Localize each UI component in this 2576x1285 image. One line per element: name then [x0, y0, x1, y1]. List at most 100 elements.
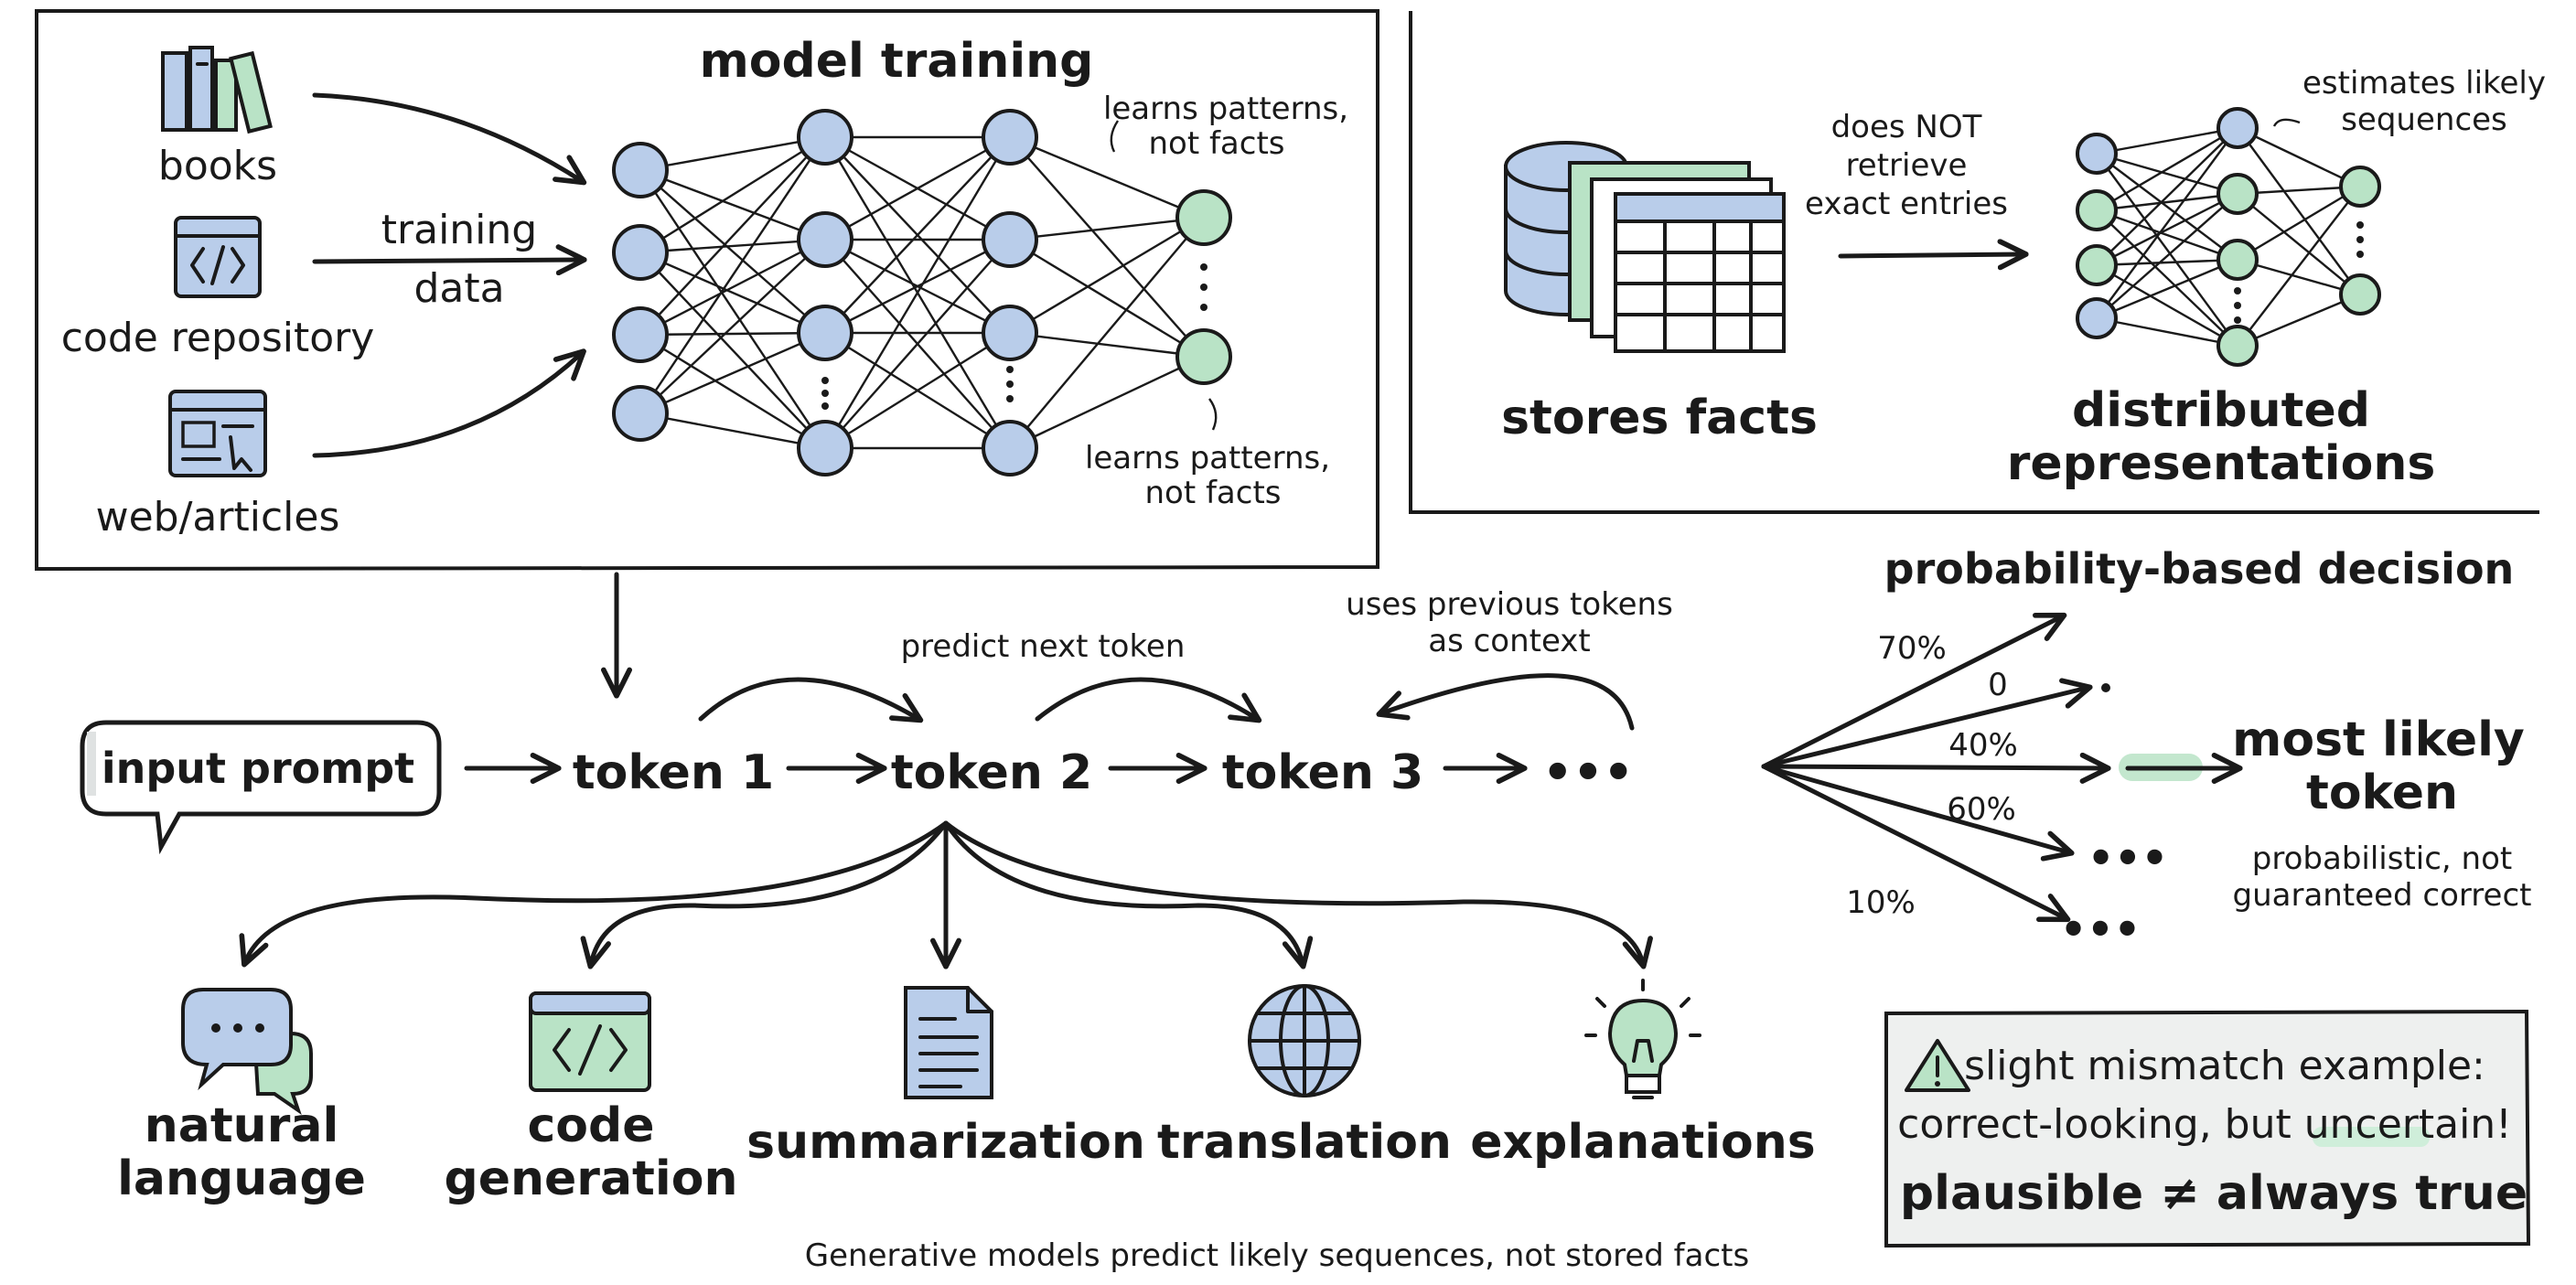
distributed-network-node — [2339, 273, 2381, 316]
uncertain-highlight — [2313, 1127, 2430, 1147]
distributed-network-node — [2076, 244, 2118, 286]
training-data-label-line2: data — [413, 265, 504, 312]
code-window-icon — [529, 991, 651, 1092]
training-network-edge — [1009, 217, 1205, 449]
distributed-network-node — [2216, 239, 2259, 281]
token-2-label: token 2 — [891, 745, 1092, 800]
distributed-network-node — [2076, 189, 2118, 231]
branch-arrow-natural-language — [239, 820, 949, 968]
distributed-network — [2076, 107, 2381, 367]
training-note-bottom-bracket — [1208, 398, 1218, 431]
training-network-node — [612, 142, 669, 198]
distributed-network-edge — [2237, 293, 2361, 348]
distributed-network-ellipsis-dot — [2356, 236, 2364, 243]
training-note-top-line2: not facts — [1148, 125, 1284, 162]
distributed-network-edge — [2096, 127, 2238, 266]
distributed-network-ellipsis-dot — [2356, 251, 2364, 258]
input-prompt-bubble — [80, 720, 442, 855]
estimates-note-bracket — [2272, 118, 2301, 127]
model-training-title: model training — [700, 34, 1094, 89]
branch-arrow-explanations — [943, 820, 1653, 969]
input-prompt-label: input prompt — [102, 744, 414, 793]
predict-arc-2 — [1035, 677, 1262, 723]
distributed-network-node — [2216, 107, 2259, 149]
distributed-network-edge — [2096, 258, 2238, 320]
distributed-network-edge — [2096, 126, 2238, 212]
training-network-edge — [1009, 135, 1205, 220]
distributed-network-ellipsis-dot — [2234, 287, 2241, 294]
training-network-ellipsis-dot — [1006, 395, 1014, 402]
training-network-ellipsis-dot — [1200, 284, 1208, 291]
warning-line1: slight mismatch example: — [1964, 1043, 2485, 1089]
training-network-ellipsis-dot — [1006, 380, 1014, 388]
prob-arrow-60 — [1761, 764, 2075, 862]
training-network-node — [982, 305, 1038, 361]
training-network-edge — [639, 136, 826, 414]
training-network-ellipsis-dot — [1006, 366, 1014, 373]
training-network-ellipsis-dot — [821, 377, 829, 384]
chat-bubbles-icon — [181, 988, 313, 1116]
web-to-network-arrow — [312, 348, 586, 458]
output-label-explanations: explanations — [1470, 1115, 1815, 1170]
training-network-node — [982, 109, 1038, 166]
retrieve-note-line3: exact entries — [1805, 186, 2008, 222]
prob-percent-60: 60% — [1947, 791, 2016, 828]
training-network-edge — [639, 135, 826, 172]
distributed-network-edge — [2096, 192, 2238, 267]
output-label-code-generation-line2: generation — [445, 1151, 738, 1206]
distributed-network-edge — [2096, 258, 2238, 267]
distributed-network-edge — [2237, 127, 2361, 295]
distributed-label-line1: distributed — [2072, 383, 2370, 438]
representation-panel-frame — [1409, 11, 2539, 514]
distributed-network-edge — [2237, 186, 2361, 347]
books-icon — [161, 46, 273, 134]
token-1-label: token 1 — [573, 745, 774, 800]
training-network-node — [612, 385, 669, 442]
training-note-bottom-line2: not facts — [1144, 475, 1281, 511]
distributed-network-edge — [2096, 209, 2238, 347]
document-icon — [904, 986, 993, 1099]
distributed-network-ellipsis-dot — [2234, 316, 2241, 324]
context-arc — [1376, 673, 1635, 731]
distributed-network-edge — [2096, 152, 2238, 196]
prob-percent-70: 70% — [1877, 630, 1947, 667]
training-network-edge — [1009, 238, 1205, 359]
training-network-edge — [639, 331, 826, 337]
probabilistic-note-line2: guaranteed correct — [2233, 877, 2532, 914]
training-network-edge — [639, 333, 826, 450]
prob-percent-40: 40% — [1948, 727, 2018, 764]
probabilistic-note-line1: probabilistic, not — [2252, 841, 2512, 877]
probability-panel: probability-based decision 70% 0 40% 60%… — [1761, 544, 2532, 954]
output-label-translation: translation — [1157, 1115, 1452, 1170]
training-network-edge — [639, 412, 826, 450]
training-data-label-line1: training — [381, 207, 537, 253]
distributed-network-node — [2076, 297, 2118, 339]
distributed-network-edge — [2237, 258, 2361, 296]
diagram-caption: Generative models predict likely sequenc… — [805, 1237, 1749, 1274]
distributed-network-edge — [2096, 192, 2238, 212]
code-to-network-arrow — [312, 244, 587, 276]
training-network-node — [797, 211, 853, 268]
distributed-network-edge — [2096, 316, 2238, 348]
distributed-network-edge — [2237, 193, 2361, 295]
source-label-code-repository: code repository — [61, 315, 375, 361]
distributed-network-node — [2216, 173, 2259, 215]
retrieve-note-line1: does NOT — [1831, 109, 1982, 145]
training-network-node — [797, 109, 853, 166]
training-network-ellipsis-dot — [1200, 263, 1208, 271]
training-network-node — [982, 211, 1038, 268]
training-panel: books code repository web/articles train… — [35, 9, 1379, 572]
training-network-edge — [639, 331, 826, 415]
context-label-line1: uses previous tokens — [1346, 586, 1673, 623]
training-network-edge — [639, 169, 826, 449]
training-network-ellipsis-dot — [821, 402, 829, 410]
output-label-natural-language-line1: natural — [145, 1098, 339, 1153]
distributed-network-edge — [2096, 263, 2238, 348]
training-note-top-line1: learns patterns, — [1103, 91, 1348, 127]
output-label-summarization: summarization — [746, 1115, 1145, 1170]
distributed-network-edge — [2096, 126, 2238, 155]
prob-arrow-10 — [1761, 764, 2071, 923]
prob-dot-0 — [2101, 683, 2110, 692]
